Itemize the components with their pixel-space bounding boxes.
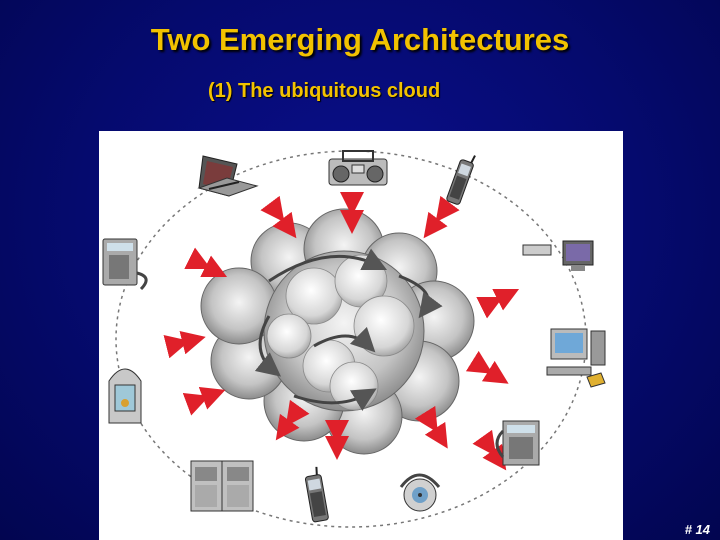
network-device-icon bbox=[522, 240, 594, 271]
cell-phone-icon bbox=[304, 466, 329, 523]
server-cabinet-icon bbox=[190, 460, 254, 512]
slide-subtitle: (1) The ubiquitous cloud bbox=[208, 80, 441, 102]
boombox-icon bbox=[328, 150, 388, 186]
telephone-console-icon bbox=[495, 420, 540, 466]
portable-cd-player-icon bbox=[399, 473, 441, 512]
slide-number: # 14 bbox=[684, 522, 710, 537]
central-cloud bbox=[200, 208, 475, 455]
laptop-icon bbox=[197, 155, 259, 197]
cloud-diagram bbox=[102, 150, 606, 528]
desktop-computer-icon bbox=[546, 328, 606, 388]
swirl-arrows bbox=[254, 248, 443, 412]
desk-phone-icon bbox=[102, 238, 148, 291]
cloud-diagram-panel bbox=[99, 131, 623, 540]
slide-title: Two Emerging Architectures bbox=[150, 22, 570, 57]
jukebox-icon bbox=[108, 368, 142, 424]
mobile-phone-icon bbox=[446, 155, 476, 205]
connection-arrows bbox=[163, 192, 520, 471]
